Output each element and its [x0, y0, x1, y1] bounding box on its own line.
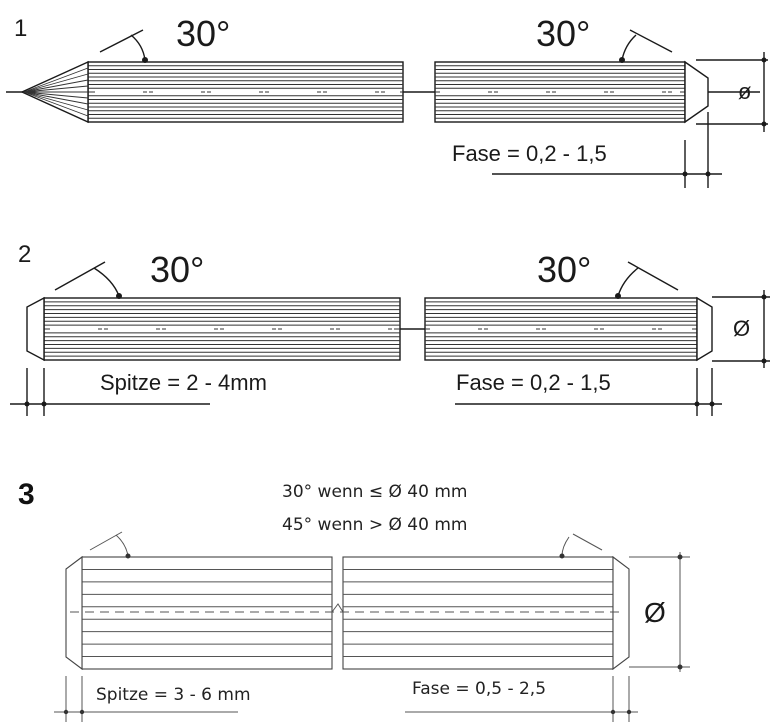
- tip-facet-line: [23, 79, 89, 93]
- diameter-dimension: [712, 290, 770, 368]
- tip-label: Spitze = 2 - 4mm: [100, 370, 267, 395]
- tip-facet-line: [23, 67, 89, 93]
- tip-label: Spitze = 3 - 6 mm: [96, 685, 251, 705]
- break-mark: [331, 603, 344, 613]
- angle-marker-left: [54, 261, 122, 299]
- tip-facet-line: [23, 91, 89, 99]
- rod-left-segment: [65, 555, 333, 671]
- rod-right-segment: [342, 555, 630, 671]
- tip-dimension: [54, 676, 238, 722]
- figure-number: 1: [14, 15, 27, 42]
- tip-dimension: [10, 368, 210, 416]
- tip-facet-line: [23, 73, 89, 93]
- angle-label-left: 30°: [176, 13, 230, 54]
- angle-marker-left: [89, 531, 131, 559]
- chamfer-end: [696, 296, 713, 362]
- chamfer-label: Fase = 0,2 - 1,5: [452, 141, 607, 166]
- figure-number: 3: [18, 478, 35, 511]
- angle-label-right: 30°: [537, 249, 591, 290]
- tip-end: [65, 555, 83, 671]
- angle-marker-right: [559, 533, 603, 559]
- tip-end: [26, 296, 45, 362]
- tip-facet-line: [23, 91, 89, 105]
- angle-label-right: 30°: [536, 13, 590, 54]
- figure-3: 3 30° wenn ≤ Ø 40 mm 45° wenn > Ø 40 mm: [18, 478, 690, 722]
- angle-marker-right: [615, 261, 679, 299]
- chamfer-label: Fase = 0,5 - 2,5: [412, 679, 546, 699]
- figure-1: 1 30° 30°: [6, 13, 768, 188]
- diameter-symbol: ø: [738, 79, 751, 104]
- tip-facet-line: [23, 85, 89, 93]
- diameter-symbol: Ø: [733, 316, 750, 341]
- diameter-symbol: Ø: [644, 597, 666, 628]
- chamfer-end: [684, 60, 709, 124]
- angle-marker-left: [99, 29, 148, 63]
- angle-marker-right: [619, 29, 673, 63]
- chamfer-dimension: [455, 368, 722, 416]
- chamfer-dimension: [405, 676, 638, 722]
- diameter-dimension: [629, 552, 690, 672]
- chamfer-dimension: [492, 112, 722, 188]
- chamfer-end: [612, 555, 630, 671]
- figure-number: 2: [18, 241, 31, 268]
- angle-note-large: 45° wenn > Ø 40 mm: [282, 515, 467, 535]
- angle-note-small: 30° wenn ≤ Ø 40 mm: [282, 482, 467, 502]
- tip-facet-line: [23, 91, 89, 111]
- angle-label-left: 30°: [150, 249, 204, 290]
- chamfer-label: Fase = 0,2 - 1,5: [456, 370, 611, 395]
- tip-facet-line: [23, 91, 89, 117]
